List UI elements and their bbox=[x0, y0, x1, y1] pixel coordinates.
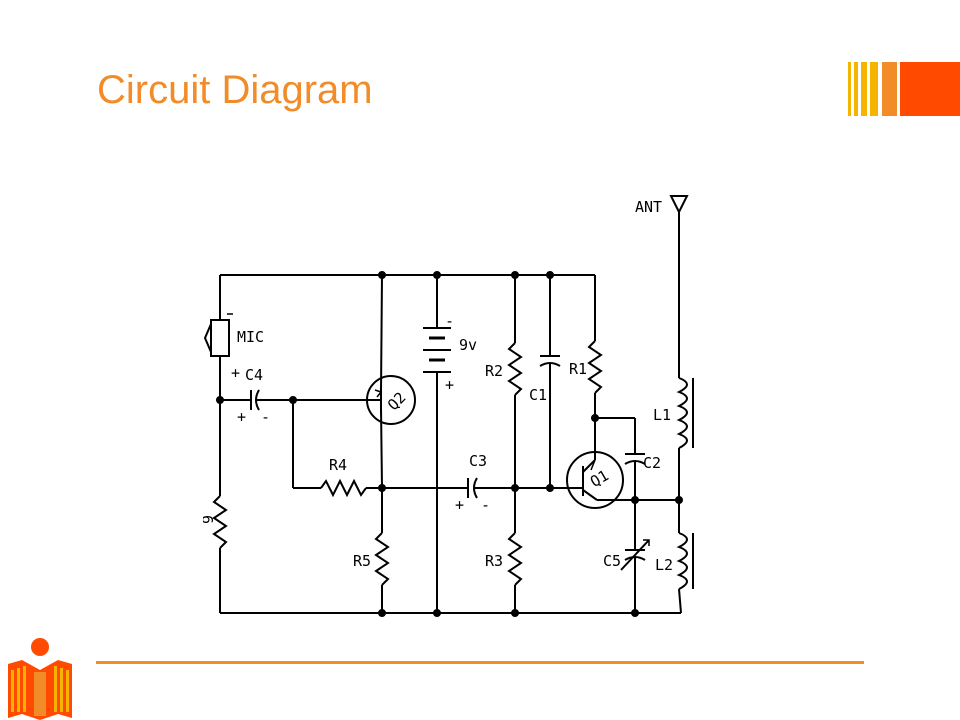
r4-label: R4 bbox=[329, 456, 347, 474]
inductor-l2 bbox=[676, 532, 694, 590]
svg-text:+: + bbox=[455, 496, 464, 514]
svg-text:-: - bbox=[481, 496, 490, 514]
microphone-symbol: + bbox=[203, 275, 240, 400]
resistor-r1 bbox=[587, 340, 603, 394]
transistor-q2 bbox=[366, 274, 416, 489]
variable-capacitor-c5 bbox=[620, 539, 650, 571]
battery-label: 9v bbox=[459, 336, 477, 354]
c4-label: C4 bbox=[245, 366, 263, 384]
inductor-l1 bbox=[676, 377, 694, 449]
r3-label: R3 bbox=[485, 552, 503, 570]
corner-bars-logo bbox=[848, 62, 960, 116]
svg-text:+: + bbox=[445, 376, 454, 394]
svg-text:-: - bbox=[261, 408, 270, 426]
svg-text:+: + bbox=[237, 408, 246, 426]
capacitor-c2 bbox=[624, 453, 646, 465]
institution-logo bbox=[8, 638, 72, 720]
capacitor-c3 bbox=[467, 477, 478, 499]
r6-label: 6 bbox=[203, 515, 216, 524]
c1-label: C1 bbox=[529, 386, 547, 404]
circuit-diagram: + MIC 6 C4 + - R4 bbox=[198, 178, 708, 620]
c2-label: C2 bbox=[643, 454, 661, 472]
transistor-q1 bbox=[550, 418, 635, 509]
q1-label: Q1 bbox=[587, 466, 612, 491]
resistor-r3 bbox=[507, 532, 523, 586]
svg-text:+: + bbox=[231, 364, 240, 382]
c5-label: C5 bbox=[603, 552, 621, 570]
r2-label: R2 bbox=[485, 362, 503, 380]
antenna-symbol bbox=[669, 195, 689, 378]
c3-label: C3 bbox=[469, 452, 487, 470]
antenna-label: ANT bbox=[635, 198, 662, 216]
q2-label: Q2 bbox=[384, 389, 410, 415]
l2-label: L2 bbox=[655, 556, 673, 574]
resistor-r2 bbox=[507, 342, 523, 396]
r5-label: R5 bbox=[353, 552, 371, 570]
r1-label: R1 bbox=[569, 360, 587, 378]
svg-text:-: - bbox=[445, 312, 454, 330]
resistor-r5 bbox=[374, 532, 390, 586]
footer-rule bbox=[96, 661, 864, 664]
resistor-r4 bbox=[320, 478, 367, 498]
resistor-r6 bbox=[212, 495, 228, 549]
capacitor-c4 bbox=[250, 389, 260, 411]
mic-label: MIC bbox=[237, 328, 264, 346]
slide-title: Circuit Diagram bbox=[97, 68, 373, 112]
l1-label: L1 bbox=[653, 406, 671, 424]
battery-9v bbox=[423, 327, 451, 373]
